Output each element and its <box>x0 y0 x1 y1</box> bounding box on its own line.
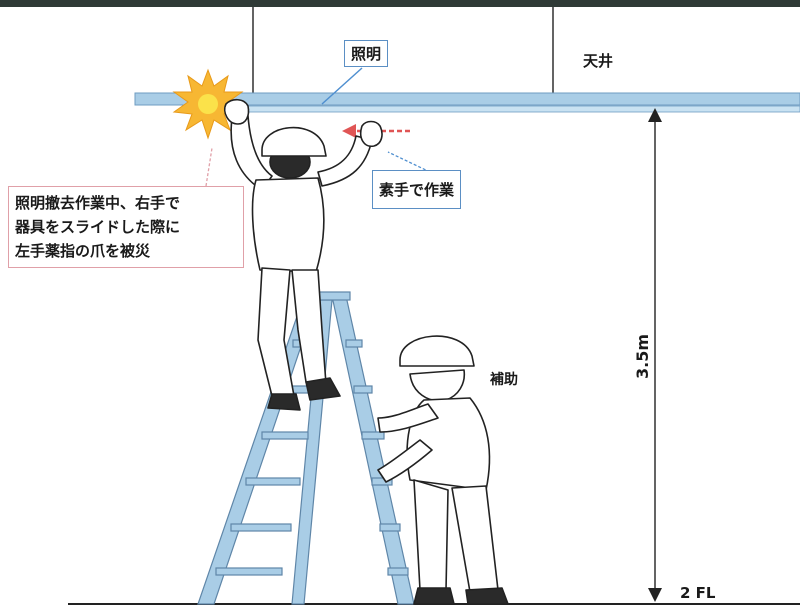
ceiling-beam <box>134 92 800 106</box>
top-frame <box>0 0 800 7</box>
worker-on-ladder <box>223 98 383 411</box>
impact-flash-icon <box>172 68 244 140</box>
floor-label: 2 FL <box>680 584 716 602</box>
helper-worker <box>377 335 509 605</box>
bare-hand-pointer-line <box>387 151 431 173</box>
bare-hand-label: 素手で作業 <box>372 170 462 209</box>
helper-label: 補助 <box>490 372 518 388</box>
height-label: 3.5m <box>633 333 653 380</box>
incident-line: 照明撤去作業中、右手で <box>15 194 181 212</box>
incident-line: 器具をスライドした際に <box>15 218 181 236</box>
height-dimension-arrow <box>648 108 662 602</box>
lamp-label: 照明 <box>344 40 389 67</box>
incident-pointer-line <box>205 147 213 187</box>
incident-description-box: 照明撤去作業中、右手で 器具をスライドした際に 左手薬指の爪を被災 <box>8 186 244 268</box>
lamp-pointer-line <box>321 67 363 105</box>
ceiling-label: 天井 <box>583 52 614 70</box>
light-fixture-rail <box>199 105 800 113</box>
incident-line: 左手薬指の爪を被災 <box>15 242 151 260</box>
